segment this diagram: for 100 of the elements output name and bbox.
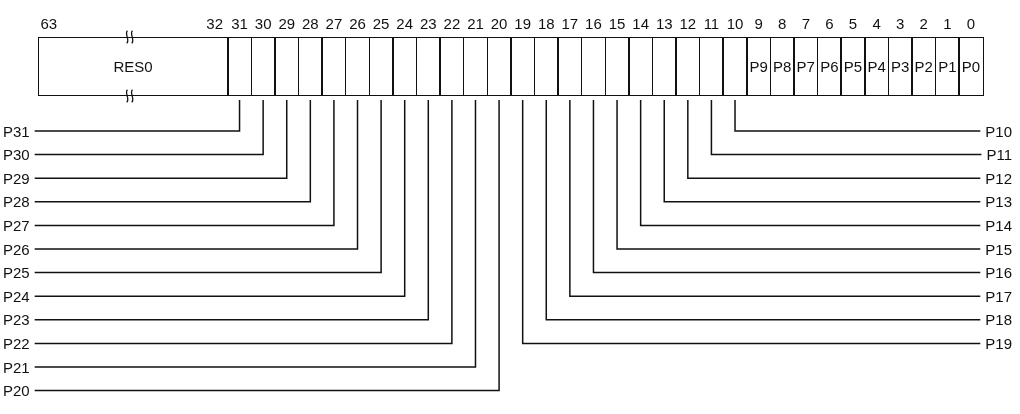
bit-label: P31 <box>3 123 30 139</box>
bit-number: 14 <box>632 15 649 31</box>
bit-number: 3 <box>896 15 905 31</box>
leader-line <box>710 99 983 156</box>
bit-label: P28 <box>3 194 30 210</box>
bit-number: 1 <box>943 15 952 31</box>
bit-field <box>274 36 300 96</box>
bit-field <box>321 36 347 96</box>
leader-line <box>33 99 382 274</box>
bit-label: P15 <box>985 241 1012 257</box>
field-name: P0 <box>961 58 981 74</box>
bit-label: P23 <box>3 312 30 328</box>
register-field <box>864 36 890 96</box>
bit-number: 0 <box>966 15 976 31</box>
bit-number: 16 <box>585 15 602 31</box>
field-name: P3 <box>891 58 910 74</box>
leader-line <box>663 99 982 203</box>
bit-field <box>675 36 701 96</box>
leader-line <box>734 99 982 132</box>
bit-field <box>227 36 253 96</box>
bit-label: P20 <box>3 383 30 399</box>
bit-field <box>344 36 371 96</box>
field-name: P4 <box>867 58 886 74</box>
bit-field <box>297 36 323 96</box>
field-name: P9 <box>749 58 768 74</box>
bit-number: 23 <box>419 15 437 31</box>
leader-line <box>33 99 312 203</box>
bit-number: 4 <box>872 15 881 31</box>
field-name: P7 <box>796 58 815 74</box>
bit-number: 30 <box>254 15 272 31</box>
bit-field <box>604 36 630 96</box>
bit-number: 24 <box>396 15 414 31</box>
field-name: RES0 <box>113 58 153 74</box>
bit-number: 29 <box>278 15 296 31</box>
register-field <box>769 36 795 96</box>
bit-number: 63 <box>40 15 58 31</box>
register-field <box>911 36 937 96</box>
bit-number: 31 <box>231 15 248 31</box>
bit-field <box>392 36 418 96</box>
register-field <box>816 36 842 96</box>
bit-number: 15 <box>608 15 626 31</box>
bit-label: P10 <box>985 123 1012 139</box>
bit-number: 9 <box>754 15 763 31</box>
bit-number: 18 <box>537 15 555 31</box>
field-name: P6 <box>820 58 839 74</box>
bit-label: P22 <box>3 335 30 351</box>
bit-field <box>486 36 512 96</box>
bit-number: 7 <box>801 15 810 31</box>
bit-field <box>580 36 606 96</box>
bit-label: P26 <box>3 241 30 257</box>
bit-label: P29 <box>3 170 30 186</box>
bit-number: 8 <box>778 15 787 31</box>
bit-field <box>722 36 748 96</box>
leader-line <box>592 99 982 274</box>
bit-label: P27 <box>3 217 30 233</box>
register-field <box>958 36 984 96</box>
bit-number: 2 <box>919 15 928 31</box>
bit-label: P30 <box>3 147 30 163</box>
bit-number: 32 <box>206 15 223 31</box>
leader-line <box>616 99 982 250</box>
bit-field <box>651 36 677 96</box>
register-field <box>887 36 913 96</box>
leader-line <box>569 99 982 297</box>
bit-label: P13 <box>985 194 1012 210</box>
bit-field <box>628 36 654 96</box>
field-name: P5 <box>843 58 863 74</box>
register-field <box>793 36 819 96</box>
bit-number: 6 <box>825 15 834 31</box>
bit-label: P18 <box>985 312 1012 328</box>
bit-field <box>462 36 489 96</box>
bit-label: P17 <box>985 288 1012 304</box>
bit-field <box>439 36 465 96</box>
bit-number: 17 <box>561 15 579 31</box>
bit-field <box>533 36 559 96</box>
register-field <box>37 36 229 96</box>
bit-label: P19 <box>985 335 1012 351</box>
bit-number: 26 <box>349 15 366 31</box>
bit-label: P12 <box>985 170 1012 186</box>
bit-number: 13 <box>655 15 673 31</box>
field-name: P8 <box>773 58 792 74</box>
bit-number: 21 <box>467 15 484 31</box>
bit-field <box>698 36 724 96</box>
bit-label: P14 <box>985 217 1012 233</box>
leader-line <box>639 99 982 227</box>
bit-label: P25 <box>3 265 30 281</box>
bit-label: P16 <box>985 265 1012 281</box>
leader-line <box>33 99 241 132</box>
register-field <box>746 36 772 96</box>
register-field <box>934 36 960 96</box>
bit-number: 12 <box>679 15 697 31</box>
bit-field <box>557 36 583 96</box>
bit-label: P11 <box>986 147 1012 163</box>
bit-number: 22 <box>443 15 461 31</box>
bit-field <box>415 36 441 96</box>
bit-number: 19 <box>514 15 531 31</box>
leader-line <box>33 99 359 250</box>
bit-number: 25 <box>372 15 390 31</box>
bit-number: 28 <box>302 15 319 31</box>
bit-number: 20 <box>490 15 508 31</box>
leader-line <box>33 99 264 156</box>
